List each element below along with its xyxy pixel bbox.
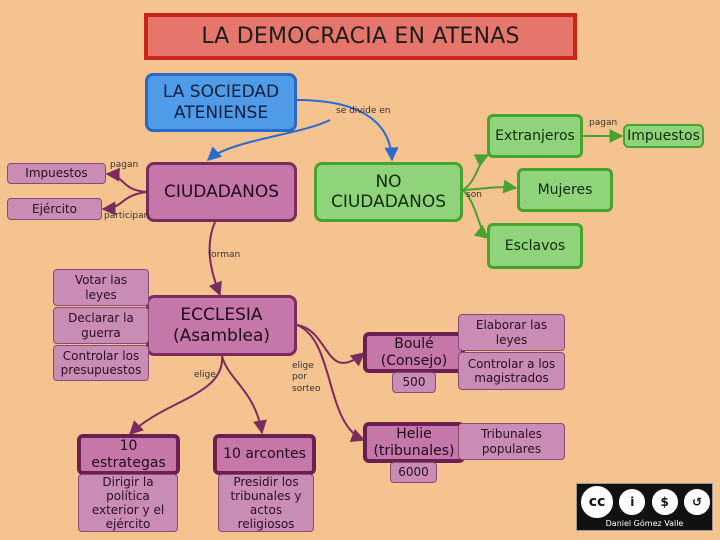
author-name: Daniel Gómez Valle: [605, 519, 684, 528]
node-controlar-magistrados[interactable]: Controlar a los magistrados: [458, 352, 565, 390]
label-pagan: pagan: [110, 160, 139, 170]
label-son: son: [466, 190, 482, 200]
node-tribunales-populares[interactable]: Tribunales populares: [458, 423, 565, 460]
label-participan: participan: [104, 211, 150, 221]
label-elige: elige: [194, 370, 216, 380]
link-ecclesia-boule: [296, 324, 366, 367]
node-impuestos-extranjeros[interactable]: Impuestos: [623, 124, 704, 148]
link-ecclesia-helie: [296, 324, 366, 442]
label-pagan-extranjeros: pagan: [589, 118, 618, 128]
node-boule[interactable]: Boulé (Consejo): [363, 332, 465, 373]
sharealike-icon: ↺: [683, 489, 710, 515]
link-ciud-ejercito: [101, 191, 148, 216]
node-impuestos[interactable]: Impuestos: [7, 163, 106, 184]
node-ecclesia[interactable]: ECCLESIA (Asamblea): [146, 295, 297, 356]
link-ciud-impuestos: [105, 167, 148, 193]
page-title: LA DEMOCRACIA EN ATENAS: [144, 13, 577, 60]
label-se-divide-en: se divide en: [336, 106, 391, 116]
node-helie-miembros: 6000: [390, 462, 437, 483]
link-ecclesia-arcontes: [221, 355, 267, 435]
link-sociedad-no-ciudadanos: [296, 99, 399, 162]
node-controlar-presupuestos[interactable]: Controlar los presupuestos: [53, 345, 149, 381]
link-no-ciud-mujeres: [462, 179, 518, 194]
node-extranjeros[interactable]: Extranjeros: [487, 114, 583, 158]
node-ejercito[interactable]: Ejército: [7, 198, 102, 220]
node-declarar-guerra[interactable]: Declarar la guerra: [53, 307, 149, 344]
attribution-icon: i: [619, 489, 646, 515]
node-boule-miembros: 500: [392, 372, 436, 393]
link-ciud-ecclesia: [208, 221, 222, 297]
node-estrategas[interactable]: 10 estrategas: [77, 434, 180, 475]
noncommercial-icon: $: [651, 489, 678, 515]
node-mujeres[interactable]: Mujeres: [517, 168, 613, 212]
link-no-ciud-esclavos: [462, 189, 490, 239]
node-no-ciudadanos[interactable]: NO CIUDADANOS: [314, 162, 463, 222]
node-votar-leyes[interactable]: Votar las leyes: [53, 269, 149, 306]
label-forman: forman: [208, 250, 241, 260]
node-sociedad-ateniense[interactable]: LA SOCIEDAD ATENIENSE: [145, 73, 297, 132]
node-esclavos[interactable]: Esclavos: [487, 223, 583, 269]
node-arcontes[interactable]: 10 arcontes: [213, 434, 316, 475]
node-arcontes-funcion: Presidir los tribunales y actos religios…: [218, 474, 314, 532]
link-no-ciud-extranjeros: [462, 154, 490, 191]
label-elige-por-sorteo: elige por sorteo: [292, 361, 321, 394]
link-sociedad-ciudadanos: [206, 119, 331, 161]
link-ecclesia-estrategas: [128, 355, 224, 435]
node-helie[interactable]: Helie (tribunales): [363, 422, 465, 463]
node-estrategas-funcion: Dirigir la política exterior y el ejérci…: [78, 474, 178, 532]
cc-license-badge[interactable]: cc i $ ↺ Daniel Gómez Valle: [576, 483, 713, 531]
cc-icon: cc: [581, 486, 613, 518]
node-ciudadanos[interactable]: CIUDADANOS: [146, 162, 297, 222]
node-elaborar-leyes[interactable]: Elaborar las leyes: [458, 314, 565, 351]
